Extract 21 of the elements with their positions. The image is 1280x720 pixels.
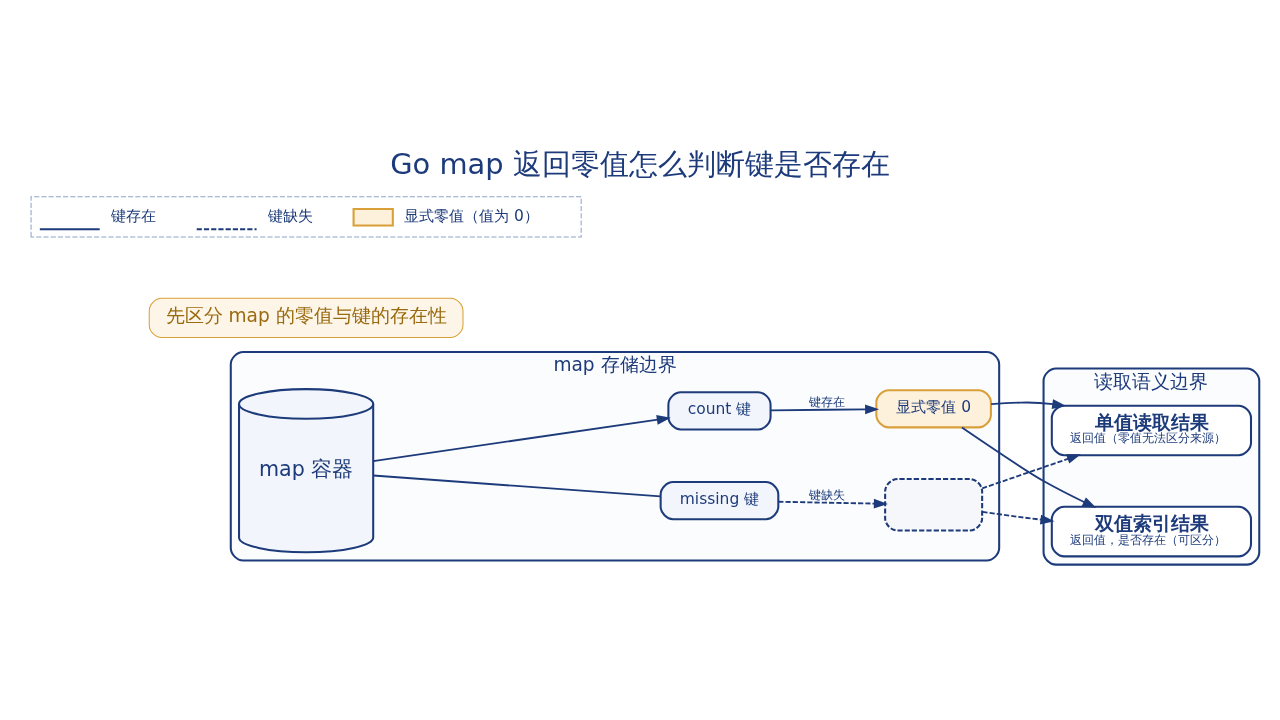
diagram-title: Go map 返回零值怎么判断键是否存在 [390, 147, 890, 182]
legend-label: 键存在 [111, 206, 157, 225]
node-box: count 键 [667, 391, 772, 431]
arrow [981, 454, 1081, 490]
arrow [769, 404, 880, 415]
edge-label: 键缺失 [809, 488, 846, 503]
arrow [990, 399, 1067, 409]
node-box: 单值读取结果 返回值（零值无法区分来源） [1050, 404, 1253, 457]
node-box: 显式零值 0 [875, 389, 992, 429]
node-box: missing 键 [659, 481, 780, 521]
arrow [777, 498, 888, 509]
edge-label: 键存在 [809, 395, 846, 410]
label: 先区分 map 的零值与键的存在性 [165, 305, 447, 327]
arrow [372, 414, 671, 462]
arrow [961, 426, 1097, 508]
node-box [884, 477, 984, 532]
node-box: 双值索引结果 返回值，是否存在（可区分） [1050, 505, 1253, 558]
legend-label: 显式零值（值为 0） [404, 206, 539, 225]
arrow [981, 511, 1055, 525]
legend-label: 键缺失 [267, 206, 313, 225]
connector [372, 474, 662, 498]
